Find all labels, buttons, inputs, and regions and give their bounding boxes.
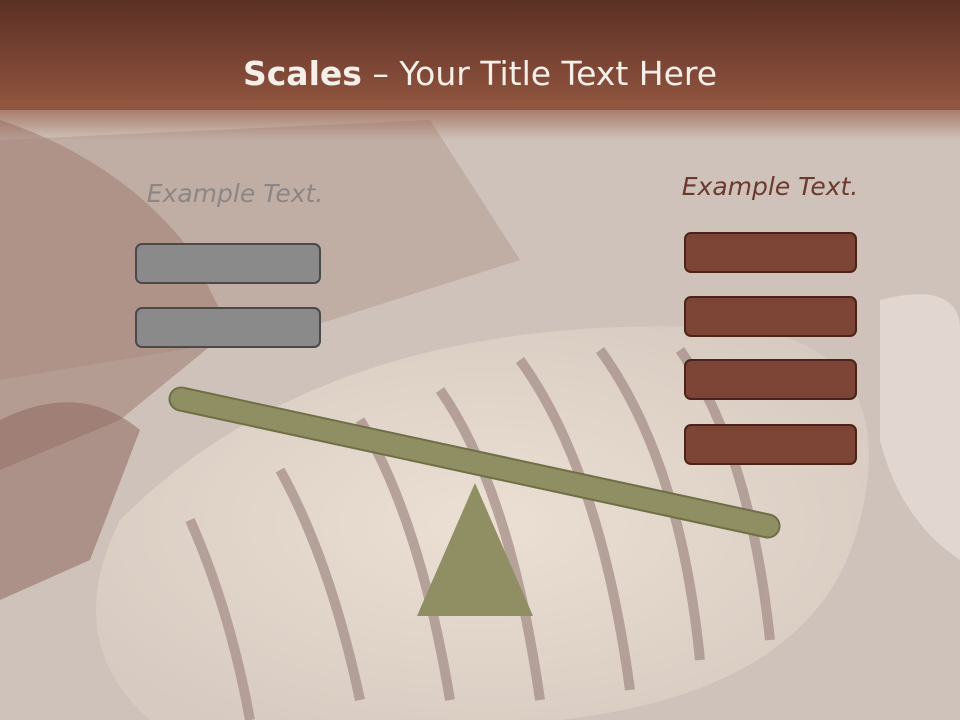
- right-example-text: Example Text.: [681, 172, 859, 201]
- right-text-box-4[interactable]: [684, 424, 857, 465]
- title-bar: [0, 0, 960, 110]
- slide-title-bold: Scales: [242, 54, 362, 93]
- right-text-box-2[interactable]: [684, 296, 857, 337]
- left-example-text: Example Text.: [146, 179, 324, 208]
- left-text-box-2[interactable]: [135, 307, 321, 348]
- slide-title-rest: – Your Title Text Here: [361, 54, 718, 93]
- left-text-box-1[interactable]: [135, 243, 321, 284]
- title-bar-fade: [0, 100, 960, 140]
- slide-title: Scales – Your Title Text Here: [0, 52, 960, 96]
- right-text-box-1[interactable]: [684, 232, 857, 273]
- right-text-box-3[interactable]: [684, 359, 857, 400]
- scale-fulcrum: [417, 483, 533, 616]
